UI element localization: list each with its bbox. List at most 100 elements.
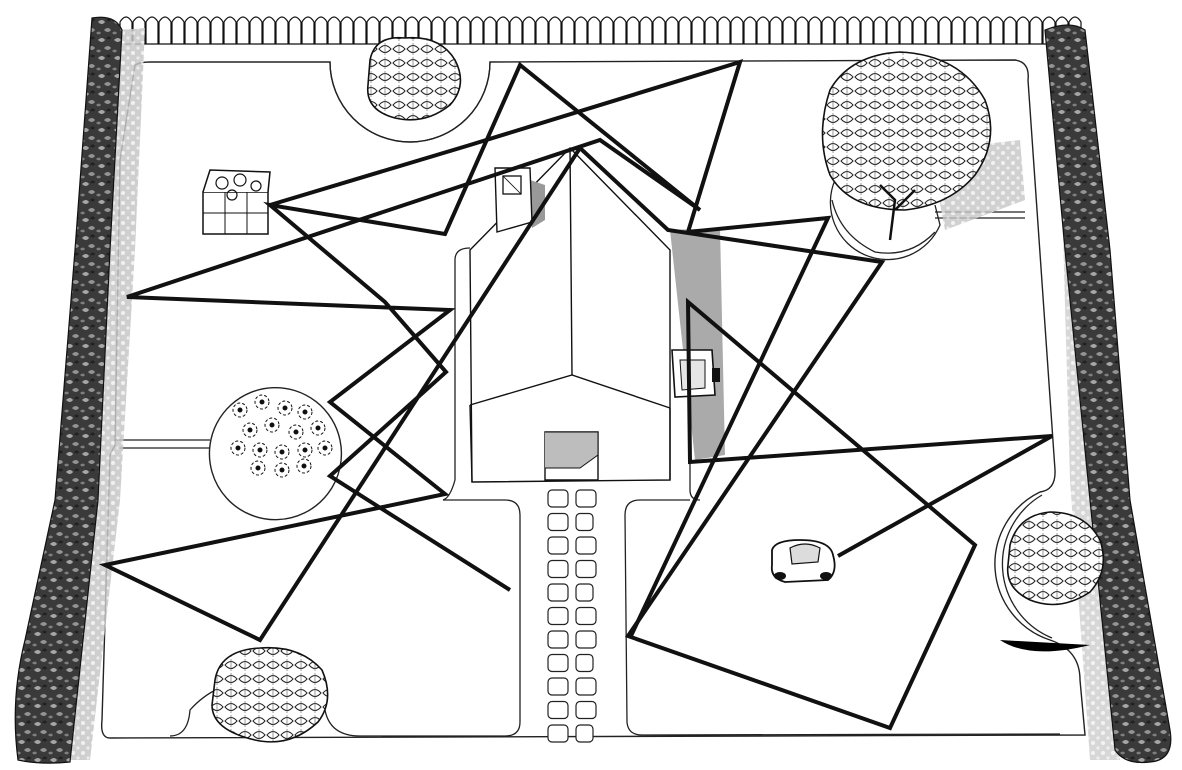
fence-picket: [249, 16, 263, 44]
stepping-stone: [547, 653, 569, 673]
stepping-stone: [575, 559, 597, 579]
fence-picket: [210, 16, 224, 44]
fence-picket: [340, 16, 354, 44]
bush-icon: [1006, 511, 1105, 606]
stepping-stone: [547, 677, 569, 696]
fence-picket: [496, 16, 510, 44]
fence-picket: [522, 16, 536, 44]
planter-box-icon: [202, 169, 271, 235]
fence-picket: [951, 16, 965, 44]
flower-center: [255, 465, 261, 471]
mowing-path-segment: [269, 58, 832, 639]
fence-picket: [938, 16, 952, 44]
fence-picket: [288, 16, 302, 44]
stepping-stone: [547, 630, 569, 649]
fence-picket: [379, 16, 393, 44]
flower-center: [235, 445, 241, 451]
fence-picket: [457, 16, 471, 44]
fence-picket: [782, 16, 796, 44]
stepping-stone: [575, 536, 597, 555]
fence-picket: [743, 16, 757, 44]
stepping-stone: [575, 700, 597, 720]
fence-picket: [834, 16, 848, 44]
fence-picket: [418, 16, 432, 44]
fence-picket: [483, 16, 497, 44]
fence-picket: [899, 16, 913, 44]
house-roof-icon: [469, 147, 725, 483]
stepping-stone: [547, 724, 569, 743]
stepping-stones-icon: [547, 489, 597, 743]
fence-picket: [171, 16, 185, 44]
flower-center: [269, 422, 275, 428]
stepping-stone: [575, 583, 594, 602]
flower-bed-icon: [208, 387, 343, 521]
fence-picket: [847, 16, 861, 44]
tree-icon: [821, 51, 1025, 261]
fence-picket: [990, 16, 1004, 44]
flower-center: [302, 409, 308, 415]
flower-center: [302, 447, 308, 453]
charging-station-icon: [671, 349, 720, 398]
fence-picket: [678, 16, 692, 44]
fence-picket: [821, 16, 835, 44]
fence-picket: [717, 16, 731, 44]
fence-picket: [158, 16, 172, 44]
flower-center: [301, 463, 307, 469]
fence-picket: [808, 16, 822, 44]
fence-picket: [626, 16, 640, 44]
fence-picket: [262, 16, 276, 44]
flower-center: [315, 425, 321, 431]
flower-center: [293, 429, 299, 435]
fence-picket: [964, 16, 978, 44]
fence-picket: [535, 16, 549, 44]
stepping-stone: [575, 653, 594, 673]
fence-picket: [873, 16, 887, 44]
fence-picket: [912, 16, 926, 44]
fence-picket: [444, 16, 458, 44]
fence-picket: [561, 16, 575, 44]
fence-picket: [470, 16, 484, 44]
fence-picket: [613, 16, 627, 44]
fence-picket: [756, 16, 770, 44]
stepping-stone: [547, 536, 569, 555]
flower-center: [247, 427, 253, 433]
right-bush-bed: [1001, 494, 1053, 639]
fence-picket: [1003, 16, 1017, 44]
fence-picket: [769, 16, 783, 44]
stepping-stone: [575, 677, 597, 696]
robotic-mower-icon: [770, 539, 836, 583]
fence-picket: [1029, 16, 1043, 44]
fence-picket: [925, 16, 939, 44]
fence-picket: [704, 16, 718, 44]
fence-picket: [886, 16, 900, 44]
flower-center: [279, 449, 285, 455]
fence-picket: [366, 16, 380, 44]
stepping-stone: [547, 606, 569, 626]
flower-center: [237, 407, 243, 413]
fence-picket: [431, 16, 445, 44]
fence-picket: [353, 16, 367, 44]
fence-picket: [223, 16, 237, 44]
fence-picket: [314, 16, 328, 44]
fence-picket: [197, 16, 211, 44]
stepping-stone: [547, 700, 569, 720]
flower-center: [322, 445, 328, 451]
stepping-stone: [547, 559, 569, 579]
stepping-stone: [547, 583, 569, 602]
fence-picket: [665, 16, 679, 44]
fence-picket: [548, 16, 562, 44]
fence-picket: [860, 16, 874, 44]
bush-icon: [366, 36, 462, 121]
picket-fence-icon: [115, 16, 1082, 45]
fence-picket: [145, 16, 159, 44]
fence-picket: [574, 16, 588, 44]
flower-center: [259, 399, 265, 405]
fence-picket: [327, 16, 341, 44]
fence-picket: [301, 16, 315, 44]
stepping-stone: [575, 489, 597, 508]
flower-center: [282, 405, 288, 411]
fence-picket: [691, 16, 705, 44]
fence-picket: [977, 16, 991, 44]
fence-picket: [587, 16, 601, 44]
